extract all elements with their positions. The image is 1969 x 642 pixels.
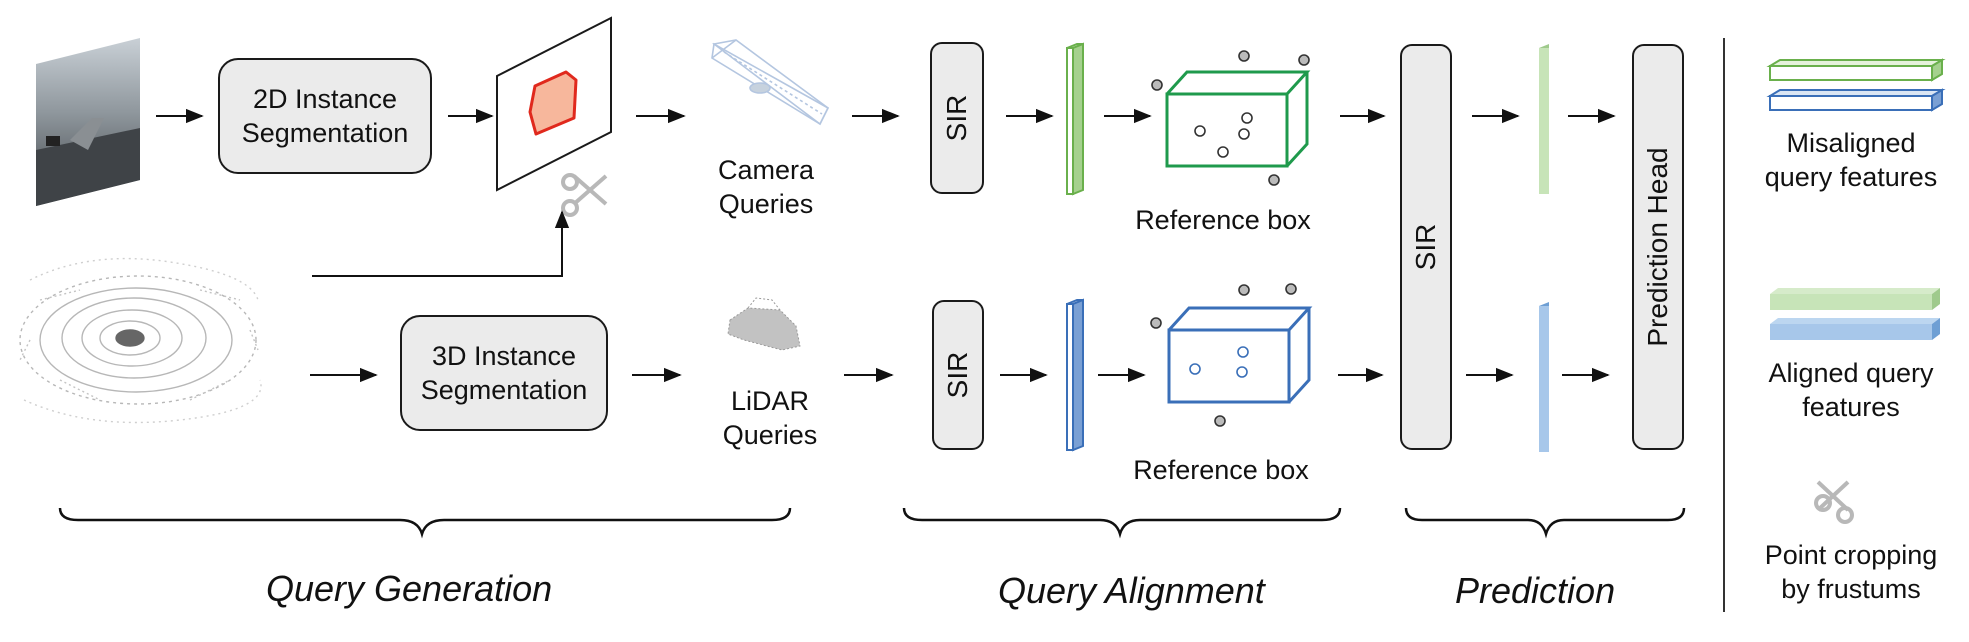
seg3d-line1: 3D Instance [431,341,577,371]
camera-queries-label: Camera Queries [696,153,836,221]
legend-cropping-label: Point cropping by frustums [1746,538,1956,606]
sir-bottom-label: SIR [942,351,973,399]
sir-bottom-box: SIR [932,300,984,450]
query-points-top [1151,50,1310,186]
aligned-lidar-feature [1539,302,1549,452]
legend-aligned-line1: Aligned query [1768,358,1934,388]
lidar-queries-line1: LiDAR [730,386,810,416]
stage-braces [58,507,1686,539]
lidar-queries-line2: Queries [722,420,818,450]
ref-box-bottom-label: Reference box [1133,455,1309,485]
stage-query-generation: Query Generation [266,568,553,609]
prediction-head-box: Prediction Head [1632,44,1684,450]
camera-queries-line2: Queries [718,189,814,219]
car-points-icon [727,297,801,351]
sir-prediction-box: SIR [1400,44,1452,450]
scissors-icon [561,173,608,217]
reference-box-top [1165,70,1311,168]
sir-prediction-label: SIR [1410,223,1441,271]
legend-misaligned-bars [1766,58,1946,112]
camera-queries-line1: Camera [717,155,815,185]
sir-top-label: SIR [941,94,972,142]
legend-cropping-line1: Point cropping [1764,540,1938,570]
misaligned-camera-feature [1066,42,1084,196]
legend-misaligned-label: Misaligned query features [1746,126,1956,194]
legend-misaligned-line1: Misaligned [1786,128,1916,158]
arrows [156,108,1616,383]
reference-box-bottom [1167,306,1313,404]
lidar-queries-label: LiDAR Queries [700,384,840,452]
seg2d-line2: Segmentation [241,118,409,148]
lidar-point-cloud [19,257,262,424]
stage-query-alignment: Query Alignment [998,570,1265,611]
sir-top-box: SIR [930,42,984,194]
ref-box-top-label: Reference box [1135,205,1311,235]
seg2d-line1: 2D Instance [252,84,398,114]
scissors-icon-legend [1814,480,1854,524]
stage-prediction: Prediction [1455,570,1616,611]
query-points-bottom [1150,283,1297,427]
camera-image [36,38,140,206]
legend-cropping-line2: by frustums [1781,574,1921,604]
legend-aligned-label: Aligned query features [1746,356,1956,424]
camera-frustum-icon [711,39,830,126]
legend-aligned-line2: features [1802,392,1900,422]
mask-plane [496,16,612,192]
legend-aligned-bars [1770,288,1940,340]
legend-misaligned-line2: query features [1764,162,1938,192]
prediction-head-label: Prediction Head [1642,147,1673,347]
seg3d-line2: Segmentation [420,375,588,405]
misaligned-lidar-feature [1066,298,1084,452]
aligned-camera-feature [1539,44,1549,194]
